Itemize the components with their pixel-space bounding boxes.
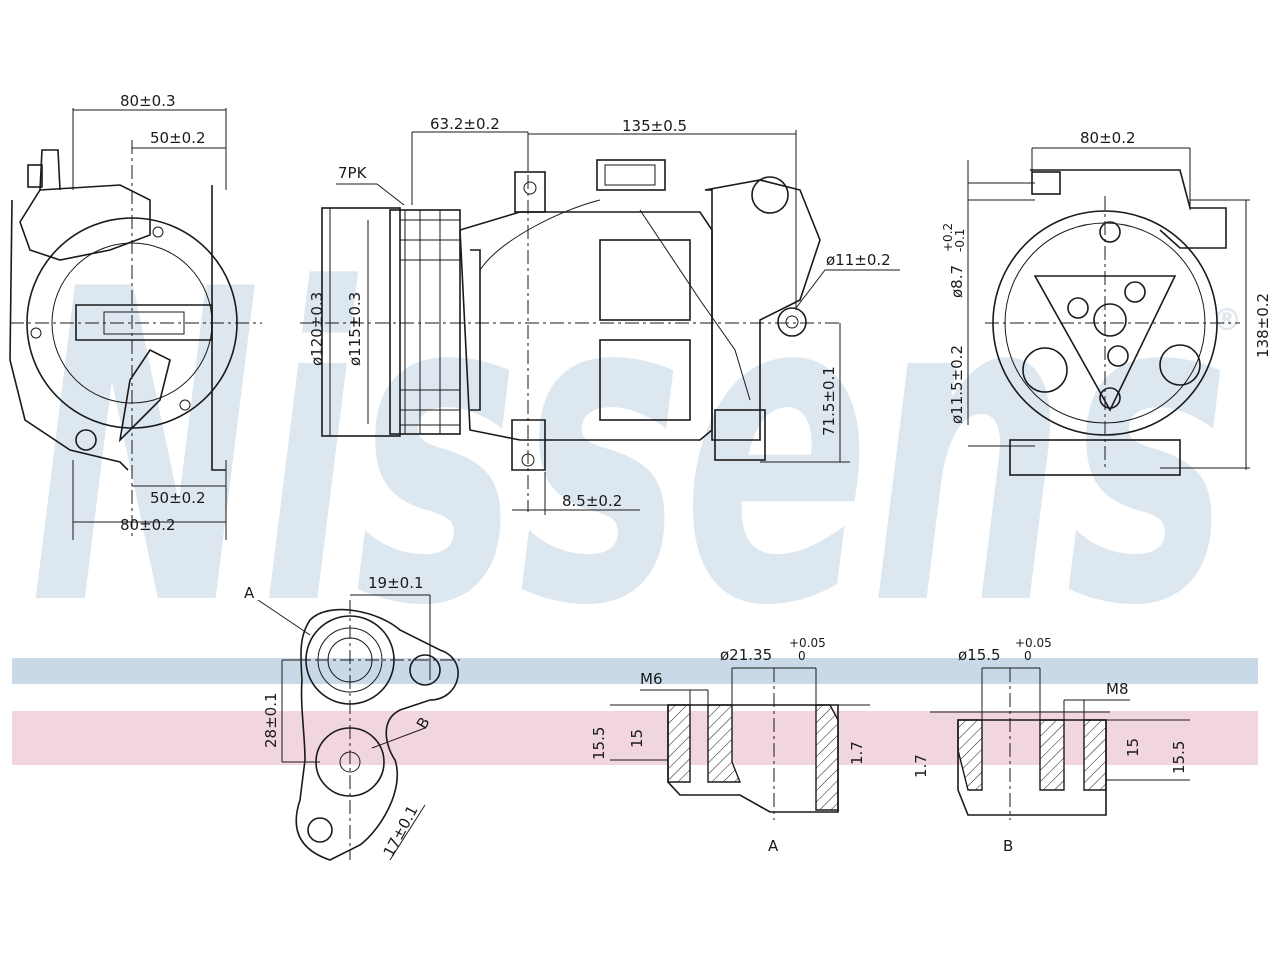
- section-a-step-dim: 1.7: [848, 741, 866, 765]
- pulley-inner-dia-dim: ø115±0.3: [346, 292, 364, 366]
- section-b-thread-label: M8: [1106, 680, 1129, 698]
- section-a-thread-label: M6: [640, 670, 663, 688]
- mount-hole-dim: ø11±0.2: [826, 251, 891, 269]
- section-a: M6 ø21.35 +0.05 0 15.5 15 1.7 A: [590, 636, 870, 855]
- section-b-outer-depth-dim: 15.5: [1170, 741, 1188, 774]
- rear-top-inner-dim: 50±0.2: [150, 129, 206, 147]
- lower-hole-dim: ø11.5±0.2: [948, 345, 966, 424]
- section-a-outer-depth-dim: 15.5: [590, 727, 608, 760]
- upper-hole-tol-plus: +0.2: [941, 223, 955, 252]
- manifold-diagonal-dim: 17±0.1: [380, 802, 422, 859]
- pulley-type-label: 7PK: [338, 164, 368, 182]
- watermark-text: Nissens: [30, 200, 1230, 700]
- rear-bottom-overall-dim: 80±0.2: [120, 516, 176, 534]
- section-b-bore-dim: ø15.5: [958, 646, 1001, 664]
- side-length-dim: 135±0.5: [622, 117, 687, 135]
- section-b-bore-tol-plus: +0.05: [1015, 636, 1052, 650]
- foot-offset-dim: 8.5±0.2: [562, 492, 622, 510]
- section-a-bore-dim: ø21.35: [720, 646, 772, 664]
- section-a-inner-depth-dim: 15: [628, 729, 646, 748]
- section-b-step-dim: 1.7: [912, 754, 930, 778]
- manifold-vertical-dim: 28±0.1: [262, 692, 280, 748]
- section-b-bore-tol-minus: 0: [1024, 649, 1032, 663]
- front-height-dim: 138±0.2: [1254, 293, 1272, 358]
- upper-hole-dim: ø8.7: [948, 265, 966, 298]
- blue-band: [12, 658, 1258, 684]
- mount-height-dim: 71.5±0.1: [820, 366, 838, 436]
- rear-bottom-inner-dim: 50±0.2: [150, 489, 206, 507]
- upper-hole-tol-minus: -0.1: [953, 229, 967, 252]
- section-a-bore-tol-plus: +0.05: [789, 636, 826, 650]
- section-a-label: A: [768, 837, 779, 855]
- section-b-inner-depth-dim: 15: [1124, 738, 1142, 757]
- pulley-outer-dia-dim: ø120±0.3: [308, 292, 326, 366]
- front-width-dim: 80±0.2: [1080, 129, 1136, 147]
- manifold-spacing-dim: 19±0.1: [368, 574, 424, 592]
- section-b-label: B: [1003, 837, 1013, 855]
- section-a-bore-tol-minus: 0: [798, 649, 806, 663]
- rear-view: 80±0.3 50±0.2 50±0.2 80±0.2: [9, 92, 262, 540]
- side-view: 7PK 63.2±0.2 135±0.5 ø120±0.3 ø115±0.3 ø…: [300, 115, 900, 515]
- manifold-port-a-label: A: [244, 584, 255, 602]
- front-view: 80±0.2 ø8.7 +0.2 -0.1 ø11.5±0.2 138±0.2: [941, 129, 1272, 476]
- rear-top-overall-dim: 80±0.3: [120, 92, 176, 110]
- side-offset-dim: 63.2±0.2: [430, 115, 500, 133]
- section-b: M8 ø15.5 +0.05 0 1.7 15 15.5 B: [912, 636, 1190, 855]
